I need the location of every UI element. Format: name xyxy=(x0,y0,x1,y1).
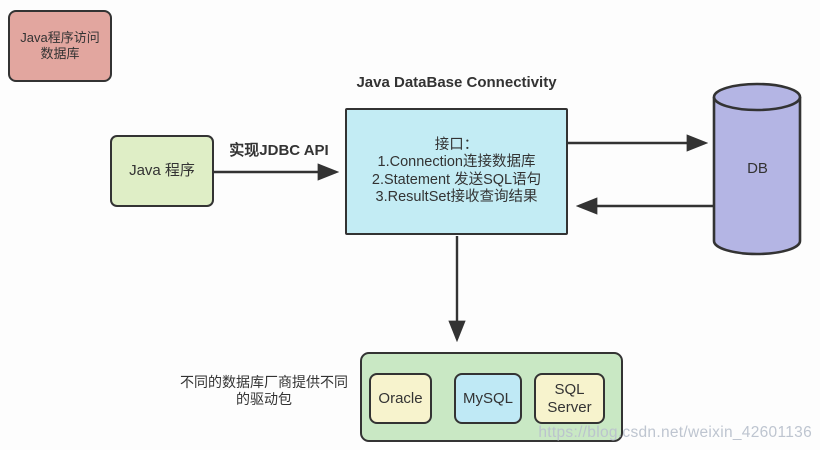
drivers-container-node: Oracle MySQL SQL Server xyxy=(360,352,623,442)
jdbc-interface-line2: 1.Connection连接数据库 xyxy=(377,154,536,171)
java-program-node: Java 程序 xyxy=(110,135,214,207)
overview-node-label-line1: Java程序访问 xyxy=(20,29,100,45)
driver-oracle-node: Oracle xyxy=(369,373,432,424)
jdbc-interface-node: 接口： 1.Connection连接数据库 2.Statement 发送SQL语… xyxy=(345,108,568,235)
csdn-watermark: https://blog.csdn.net/weixin_42601136 xyxy=(538,424,812,441)
driver-mysql-label: MySQL xyxy=(462,389,513,407)
diagram-title: Java DataBase Connectivity xyxy=(356,74,557,91)
db-cylinder-icon xyxy=(712,82,802,256)
driver-sqlserver-label: SQL Server xyxy=(547,381,592,416)
jdbc-interface-line4: 3.ResultSet接收查询结果 xyxy=(375,188,538,205)
jdbc-interface-line3: 2.Statement 发送SQL语句 xyxy=(371,171,542,188)
db-label: DB xyxy=(747,160,768,177)
overview-node-label-line2: 数据库 xyxy=(40,46,80,61)
drivers-caption-line1: 不同的数据库厂商提供不同 xyxy=(180,374,348,390)
driver-oracle-label: Oracle xyxy=(378,389,423,407)
jdbc-interface-line1: 接口： xyxy=(434,137,479,154)
edge-label-implement-jdbc-api: 实现JDBC API xyxy=(229,142,329,159)
java-program-label: Java 程序 xyxy=(129,161,195,179)
drivers-caption: 不同的数据库厂商提供不同 的驱动包 xyxy=(168,374,360,408)
drivers-caption-line2: 的驱动包 xyxy=(236,391,292,408)
driver-sqlserver-node: SQL Server xyxy=(534,373,605,424)
driver-mysql-node: MySQL xyxy=(454,373,522,424)
overview-node: Java程序访问 数据库 xyxy=(8,10,112,82)
